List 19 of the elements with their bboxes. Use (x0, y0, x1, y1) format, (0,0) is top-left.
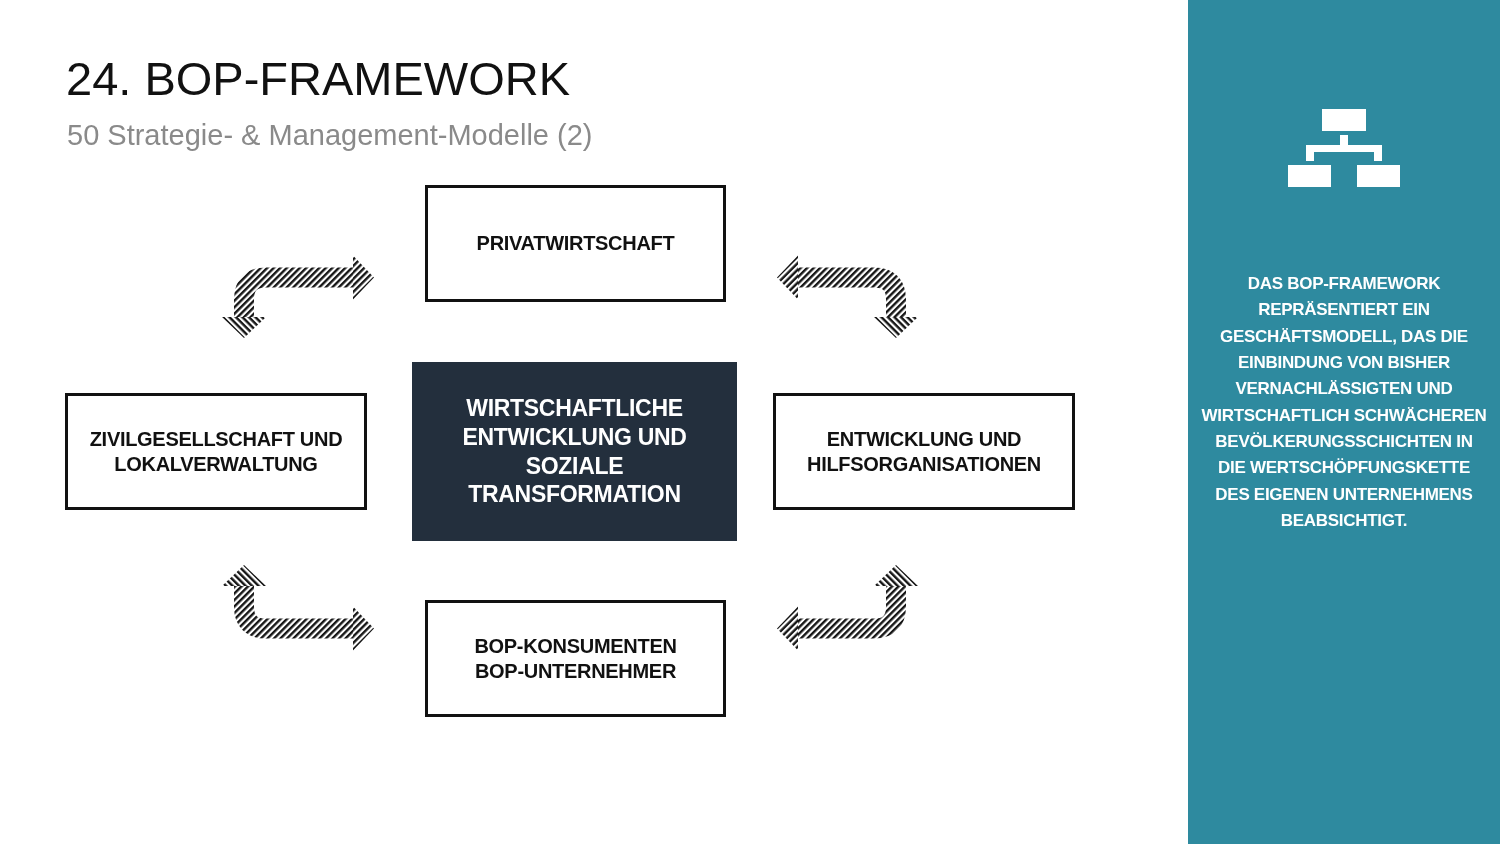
curved-double-arrow (222, 255, 374, 338)
box-label: ZIVILGESELLSCHAFT UND LOKALVERWALTUNG (88, 426, 344, 477)
box-label: BOP-KONSUMENTEN (474, 633, 677, 659)
center-box (412, 362, 737, 541)
curved-double-arrow (777, 565, 918, 651)
outlined-box (425, 185, 726, 302)
curved-double-arrow (222, 565, 374, 651)
box-label: ENTWICKLUNG UND HILFSORGANISATIONEN (806, 426, 1042, 477)
box-label: PRIVATWIRTSCHAFT (476, 231, 675, 256)
box-label: BOP-UNTERNEHMER (474, 658, 677, 684)
outlined-box (65, 393, 367, 510)
curved-double-arrow (777, 255, 918, 338)
side-panel (1188, 0, 1500, 844)
box-label: WIRTSCHAFTLICHE ENTWICKLUNG UND SOZIALE TRANSFORMATION (461, 394, 688, 509)
outlined-box (773, 393, 1075, 510)
outlined-box (425, 600, 726, 717)
slide-title: 24. BOP-FRAMEWORK (66, 52, 570, 107)
panel-description: DAS BOP-FRAMEWORK REPRÄSENTIERT EIN GESCHÄFTSMODELL, DAS DIE EINBINDUNG VON BISHER VERNACHLÄSSIGTEN UND WIRTSCHAFTLICH SCHWÄCHEREN BEVÖLKERUNGSSCHICHTEN IN DIE WERTSCHÖPFUNGSKETTE DES EIGENEN UNTERNEHMENS BEABSICHTIGT. (1201, 273, 1487, 533)
slide-subtitle: 50 Strategie- & Management-Modelle (2) (67, 118, 593, 153)
